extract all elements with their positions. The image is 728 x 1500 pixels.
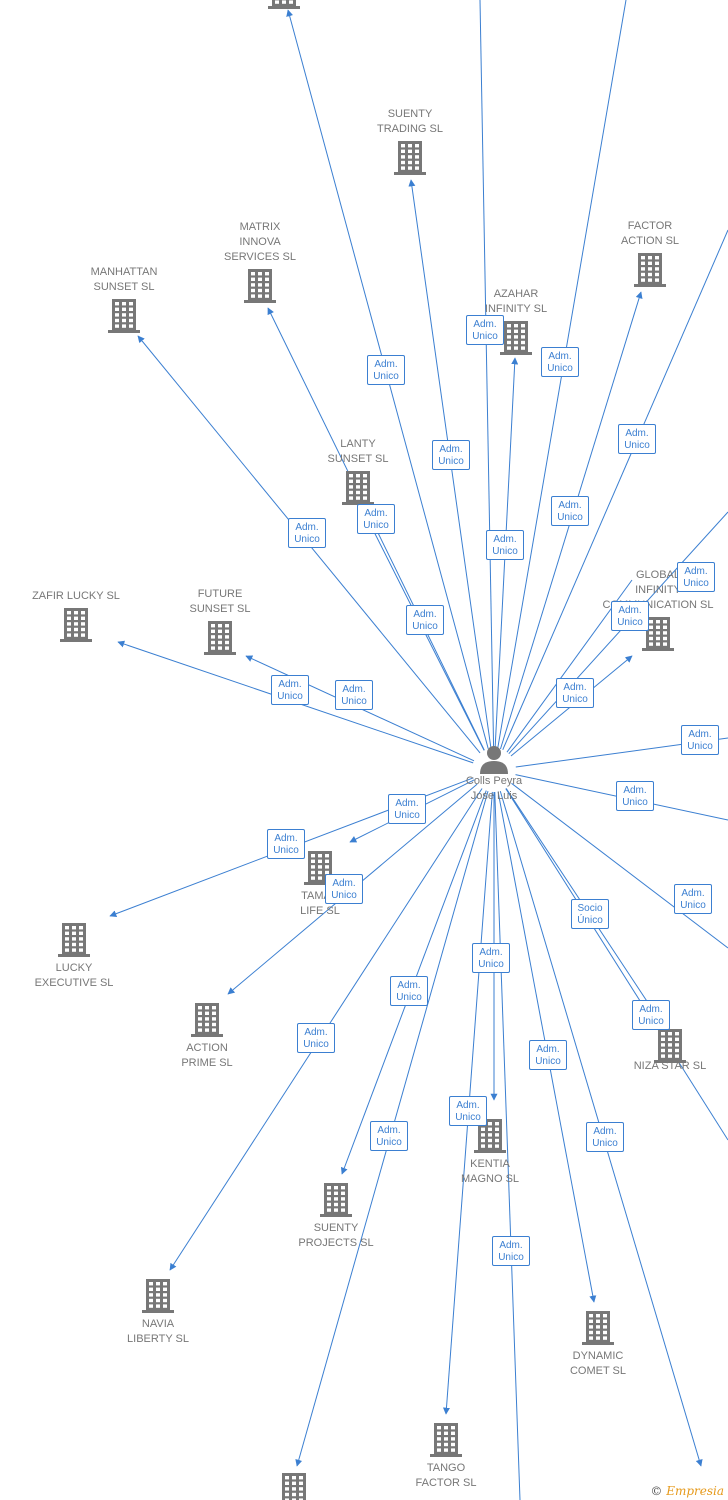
- person-name: Colls Peyra Jose Luis: [465, 775, 523, 802]
- company-node-global-infinity[interactable]: GLOBAL INFINITY COMMUNICATION SL: [588, 568, 728, 651]
- building-icon: [191, 1003, 223, 1037]
- relation-tag[interactable]: Adm. Unico: [390, 976, 428, 1006]
- company-node-kentia-magno[interactable]: KENTIA MAGNO SL: [420, 1119, 560, 1187]
- building-icon: [320, 1183, 352, 1217]
- relation-tag[interactable]: Adm. Unico: [357, 504, 395, 534]
- company-label: ZAFIR LUCKY SL: [32, 590, 120, 602]
- company-node-tango-factor[interactable]: TANGO FACTOR SL: [376, 1423, 516, 1491]
- company-node-bottom-cut[interactable]: [224, 1469, 364, 1500]
- relation-tag[interactable]: Adm. Unico: [556, 678, 594, 708]
- relation-tag[interactable]: Adm. Unico: [406, 605, 444, 635]
- relation-tag[interactable]: Adm. Unico: [674, 884, 712, 914]
- relation-tag[interactable]: Adm. Unico: [486, 530, 524, 560]
- relation-tag[interactable]: Adm. Unico: [388, 794, 426, 824]
- building-icon: [108, 299, 140, 333]
- company-label: TAMAR LIFE SL: [300, 890, 340, 917]
- relation-tag[interactable]: Adm. Unico: [325, 874, 363, 904]
- relation-tag[interactable]: Adm. Unico: [611, 601, 649, 631]
- company-node-suenty-trading[interactable]: SUENTY TRADING SL: [340, 107, 480, 175]
- relation-tag[interactable]: Socio Único: [571, 899, 609, 929]
- company-node-niza-star[interactable]: NIZA STAR SL: [600, 1029, 728, 1074]
- company-label: NAVIA LIBERTY SL: [127, 1318, 189, 1345]
- person-icon: [480, 746, 508, 774]
- relation-tag[interactable]: Adm. Unico: [681, 725, 719, 755]
- relation-tag[interactable]: Adm. Unico: [267, 829, 305, 859]
- company-label: LANTY SUNSET SL: [327, 438, 389, 465]
- relation-tag[interactable]: Adm. Unico: [288, 518, 326, 548]
- company-label: KENTIA MAGNO SL: [460, 1158, 520, 1185]
- edge-line: [505, 788, 728, 1141]
- company-label: SUENTY TRADING SL: [376, 108, 443, 135]
- company-label: MANHATTAN SUNSET SL: [90, 266, 158, 293]
- company-label: TANGO FACTOR SL: [415, 1462, 477, 1489]
- company-label: FACTOR ACTION SL: [620, 220, 680, 247]
- relation-tag[interactable]: Adm. Unico: [271, 675, 309, 705]
- relation-tag[interactable]: Adm. Unico: [472, 943, 510, 973]
- company-label: DYNAMIC COMET SL: [569, 1350, 627, 1377]
- building-icon: [342, 471, 374, 505]
- building-icon: [430, 1423, 462, 1457]
- building-icon: [634, 253, 666, 287]
- relation-tag[interactable]: Adm. Unico: [677, 562, 715, 592]
- edge-line: [502, 229, 728, 751]
- relation-tag[interactable]: Adm. Unico: [616, 781, 654, 811]
- company-node-zafir-lucky[interactable]: ZAFIR LUCKY SL: [6, 589, 146, 642]
- company-label: MATRIX INNOVA SERVICES SL: [224, 221, 296, 263]
- relation-tag[interactable]: Adm. Unico: [367, 355, 405, 385]
- brand-logo[interactable]: Empresia: [666, 1484, 724, 1498]
- company-label: AZAHAR INFINITY SL: [484, 288, 548, 315]
- relation-tag[interactable]: Adm. Unico: [432, 440, 470, 470]
- company-node-suenty-projects[interactable]: SUENTY PROJECTS SL: [266, 1183, 406, 1251]
- building-icon: [204, 621, 236, 655]
- edge-line: [494, 791, 521, 1500]
- building-icon: [58, 923, 90, 957]
- edge-line: [511, 782, 728, 949]
- relation-tag[interactable]: Adm. Unico: [586, 1122, 624, 1152]
- company-label: FUTURE SUNSET SL: [189, 588, 251, 615]
- company-node-azahar-infinity[interactable]: AZAHAR INFINITY SL: [446, 287, 586, 355]
- relation-tag[interactable]: Adm. Unico: [297, 1023, 335, 1053]
- relation-tag[interactable]: Adm. Unico: [632, 1000, 670, 1030]
- company-node-factor-action[interactable]: FACTOR ACTION SL: [580, 219, 720, 287]
- relation-tag[interactable]: Adm. Unico: [370, 1121, 408, 1151]
- footer: © Empresia: [650, 1484, 724, 1498]
- relation-tag[interactable]: Adm. Unico: [541, 347, 579, 377]
- company-node-navia-liberty[interactable]: NAVIA LIBERTY SL: [88, 1279, 228, 1347]
- relation-tag[interactable]: Adm. Unico: [449, 1096, 487, 1126]
- relation-tag[interactable]: Adm. Unico: [551, 496, 589, 526]
- company-node-lanty-sunset[interactable]: LANTY SUNSET SL: [288, 437, 428, 505]
- relation-tag[interactable]: Adm. Unico: [492, 1236, 530, 1266]
- building-icon: [142, 1279, 174, 1313]
- building-icon: [282, 1473, 306, 1500]
- company-label: LUCKY EXECUTIVE SL: [34, 962, 114, 989]
- relation-tag[interactable]: Adm. Unico: [618, 424, 656, 454]
- company-node-action-prime[interactable]: ACTION PRIME SL: [137, 1003, 277, 1071]
- company-node-matrix-innova[interactable]: MATRIX INNOVA SERVICES SL: [190, 220, 330, 303]
- building-icon: [268, 0, 300, 9]
- company-node-manhattan-sunset[interactable]: MANHATTAN SUNSET SL: [54, 265, 194, 333]
- company-node-tamar-life[interactable]: TAMAR LIFE SL: [250, 851, 390, 919]
- building-icon: [582, 1311, 614, 1345]
- building-icon: [500, 321, 532, 355]
- edge-line: [508, 511, 728, 755]
- relation-tag[interactable]: Adm. Unico: [335, 680, 373, 710]
- company-label: SUENTY PROJECTS SL: [298, 1222, 374, 1249]
- person-node[interactable]: Colls Peyra Jose Luis: [424, 744, 564, 804]
- company-node-dynamic-comet[interactable]: DYNAMIC COMET SL: [528, 1311, 668, 1379]
- company-node-lucky-executive[interactable]: LUCKY EXECUTIVE SL: [4, 923, 144, 991]
- relation-tag[interactable]: Adm. Unico: [529, 1040, 567, 1070]
- relation-tag[interactable]: Adm. Unico: [466, 315, 504, 345]
- building-icon: [394, 141, 426, 175]
- building-icon: [642, 617, 674, 651]
- building-icon: [654, 1029, 686, 1063]
- edge-line: [479, 0, 495, 749]
- building-icon: [60, 608, 92, 642]
- company-label: ACTION PRIME SL: [181, 1042, 233, 1069]
- company-node-top-cut[interactable]: [214, 0, 354, 9]
- building-icon: [244, 269, 276, 303]
- copyright-symbol: ©: [650, 1484, 663, 1498]
- company-node-future-sunset[interactable]: FUTURE SUNSET SL: [150, 587, 290, 655]
- company-label: NIZA STAR SL: [633, 1060, 707, 1072]
